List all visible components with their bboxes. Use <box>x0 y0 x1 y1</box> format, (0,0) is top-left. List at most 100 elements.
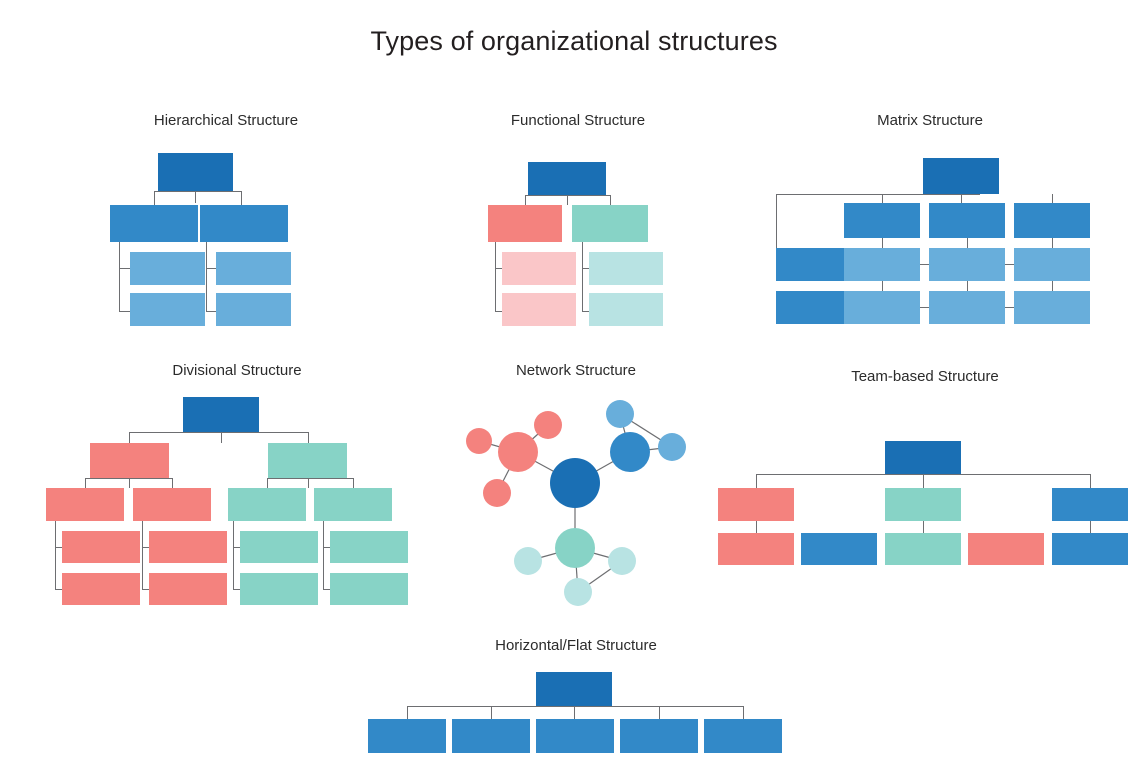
network-link-hub-teal-to-leaf-teal-1 <box>527 547 576 562</box>
network-link-hub-salmon-to-leaf-salmon-2 <box>517 424 549 453</box>
connector-team-based-1 <box>756 474 1090 475</box>
connector-matrix-1 <box>776 194 980 195</box>
node-divisional-team-r1a[interactable] <box>240 531 318 563</box>
node-divisional-team-r2b[interactable] <box>330 573 408 605</box>
connector-divisional-15 <box>142 521 143 589</box>
node-functional-sub-r2[interactable] <box>589 293 663 326</box>
node-divisional-team-l2a[interactable] <box>149 531 227 563</box>
node-functional-sub-l1[interactable] <box>502 252 576 285</box>
node-hierarchical-leaf-r1[interactable] <box>216 252 291 285</box>
connector-divisional-13 <box>55 547 62 548</box>
node-divisional-unit-l2[interactable] <box>133 488 211 521</box>
node-matrix-col-head-2[interactable] <box>929 203 1005 238</box>
network-node-hub-salmon[interactable] <box>498 432 538 472</box>
network-node-hub-center[interactable] <box>550 458 600 508</box>
network-node-leaf-teal-1[interactable] <box>514 547 542 575</box>
node-horizontal-flat-member-1[interactable] <box>368 719 446 753</box>
node-horizontal-flat-member-3[interactable] <box>536 719 614 753</box>
node-matrix-cell-r1c2[interactable] <box>929 248 1005 281</box>
node-horizontal-flat-root[interactable] <box>536 672 612 706</box>
node-hierarchical-leaf-l1[interactable] <box>130 252 205 285</box>
network-node-hub-blue[interactable] <box>610 432 650 472</box>
node-horizontal-flat-member-2[interactable] <box>452 719 530 753</box>
node-divisional-unit-r2[interactable] <box>314 488 392 521</box>
network-node-leaf-teal-3[interactable] <box>564 578 592 606</box>
node-functional-dept-right[interactable] <box>572 205 648 242</box>
network-node-leaf-salmon-2[interactable] <box>534 411 562 439</box>
node-team-based-root[interactable] <box>885 441 961 474</box>
node-divisional-root[interactable] <box>183 397 259 432</box>
network-node-leaf-blue-2[interactable] <box>658 433 686 461</box>
node-hierarchical-branch-left[interactable] <box>110 205 198 242</box>
network-link-hub-blue-to-leaf-blue-1 <box>619 413 631 453</box>
node-matrix-cell-r2c3[interactable] <box>1014 291 1090 324</box>
connector-functional-7 <box>582 242 583 311</box>
node-team-based-member-1[interactable] <box>718 533 794 565</box>
node-divisional-unit-r1[interactable] <box>228 488 306 521</box>
connector-team-based-5 <box>923 521 924 533</box>
node-team-based-team-lead-3[interactable] <box>1052 488 1128 521</box>
panel-title-team-based: Team-based Structure <box>851 368 999 385</box>
connector-matrix-7 <box>1052 238 1053 248</box>
node-divisional-team-l2b[interactable] <box>149 573 227 605</box>
node-horizontal-flat-member-4[interactable] <box>620 719 698 753</box>
connector-hierarchical-1 <box>154 191 241 192</box>
node-matrix-root[interactable] <box>923 158 999 194</box>
panel-title-matrix: Matrix Structure <box>877 112 983 129</box>
network-node-leaf-salmon-3[interactable] <box>483 479 511 507</box>
node-team-based-member-2[interactable] <box>801 533 877 565</box>
node-functional-sub-l2[interactable] <box>502 293 576 326</box>
node-hierarchical-leaf-l2[interactable] <box>130 293 205 326</box>
page-title: Types of organizational structures <box>370 26 778 56</box>
node-horizontal-flat-member-5[interactable] <box>704 719 782 753</box>
network-link-hub-blue-to-leaf-blue-2 <box>629 446 673 453</box>
node-hierarchical-branch-right[interactable] <box>200 205 288 242</box>
node-hierarchical-leaf-r2[interactable] <box>216 293 291 326</box>
node-team-based-member-4[interactable] <box>968 533 1044 565</box>
node-divisional-team-r1b[interactable] <box>240 573 318 605</box>
network-node-leaf-teal-2[interactable] <box>608 547 636 575</box>
node-matrix-col-head-1[interactable] <box>844 203 920 238</box>
node-divisional-team-r2a[interactable] <box>330 531 408 563</box>
connector-divisional-6 <box>85 478 86 488</box>
node-team-based-member-3[interactable] <box>885 533 961 565</box>
network-link-hub-teal-to-leaf-teal-3 <box>574 547 579 593</box>
connector-matrix-13 <box>1005 264 1014 265</box>
node-hierarchical-root[interactable] <box>158 153 233 191</box>
node-functional-dept-left[interactable] <box>488 205 562 242</box>
connector-hierarchical-9 <box>206 311 217 312</box>
node-functional-sub-r1[interactable] <box>589 252 663 285</box>
connector-hierarchical-0 <box>195 191 196 203</box>
network-link-leaf-teal-2-to-leaf-teal-3 <box>577 560 623 593</box>
panel-title-divisional: Divisional Structure <box>172 362 302 379</box>
network-link-hub-center-to-hub-blue <box>574 451 631 484</box>
node-matrix-cell-r1c1[interactable] <box>844 248 920 281</box>
node-team-based-team-lead-2[interactable] <box>885 488 961 521</box>
node-matrix-row-head-1[interactable] <box>776 248 850 281</box>
node-divisional-team-l1b[interactable] <box>62 573 140 605</box>
connector-matrix-3 <box>882 194 883 203</box>
node-matrix-cell-r1c3[interactable] <box>1014 248 1090 281</box>
node-matrix-col-head-3[interactable] <box>1014 203 1090 238</box>
connector-matrix-8 <box>882 281 883 291</box>
node-divisional-division-left[interactable] <box>90 443 169 478</box>
connector-functional-9 <box>582 311 589 312</box>
connector-horizontal-flat-3 <box>491 706 492 719</box>
connector-divisional-22 <box>323 547 330 548</box>
node-functional-root[interactable] <box>528 162 606 195</box>
node-divisional-division-right[interactable] <box>268 443 347 478</box>
node-matrix-row-head-2[interactable] <box>776 291 850 324</box>
node-divisional-unit-l1[interactable] <box>46 488 124 521</box>
network-node-leaf-salmon-1[interactable] <box>466 428 492 454</box>
network-node-hub-teal[interactable] <box>555 528 595 568</box>
node-divisional-team-l1a[interactable] <box>62 531 140 563</box>
node-team-based-member-5[interactable] <box>1052 533 1128 565</box>
connector-divisional-16 <box>142 547 149 548</box>
network-node-leaf-blue-1[interactable] <box>606 400 634 428</box>
node-matrix-cell-r2c2[interactable] <box>929 291 1005 324</box>
network-link-leaf-blue-1-to-leaf-blue-2 <box>619 413 673 448</box>
node-matrix-cell-r2c1[interactable] <box>844 291 920 324</box>
node-team-based-team-lead-1[interactable] <box>718 488 794 521</box>
connector-functional-8 <box>582 268 589 269</box>
